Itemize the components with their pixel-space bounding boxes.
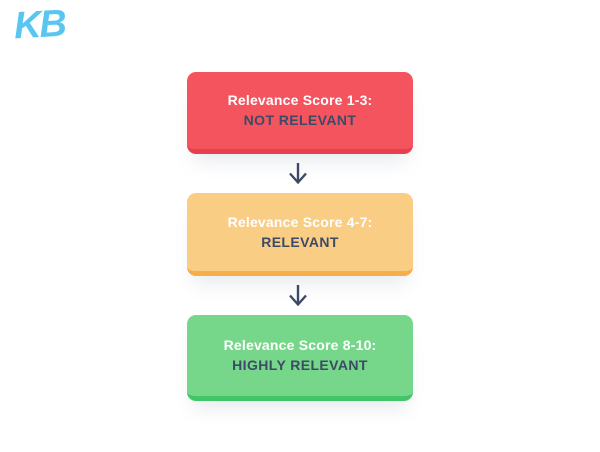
node-relevance-label: NOT RELEVANT [243,112,357,128]
down-arrow-icon [288,161,308,187]
node-relevance-label: HIGHLY RELEVANT [232,357,368,373]
kb-logo: KB [12,2,66,48]
node-score-range-label: Relevance Score 1-3: [227,92,373,108]
flow-node-not-relevant: Relevance Score 1-3: NOT RELEVANT [187,72,413,154]
node-score-range-label: Relevance Score 4-7: [227,213,373,230]
flow-node-relevant: Relevance Score 4-7: RELEVANT [187,193,413,276]
down-arrow-icon [288,283,308,309]
node-score-range-label: Relevance Score 8-10: [223,337,377,353]
node-relevance-label: RELEVANT [261,233,339,250]
flow-node-highly-relevant: Relevance Score 8-10: HIGHLY RELEVANT [187,315,413,401]
